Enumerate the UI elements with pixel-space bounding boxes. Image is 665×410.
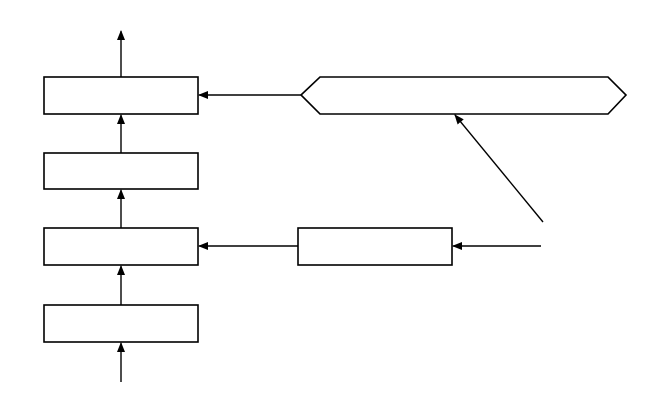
side-box bbox=[297, 227, 453, 266]
box-2 bbox=[43, 152, 199, 190]
box-3 bbox=[43, 227, 199, 266]
arrow-right-input-to-hexagon bbox=[454, 114, 544, 223]
hexagon bbox=[299, 76, 628, 115]
box-1 bbox=[43, 76, 199, 115]
box-4 bbox=[43, 304, 199, 343]
